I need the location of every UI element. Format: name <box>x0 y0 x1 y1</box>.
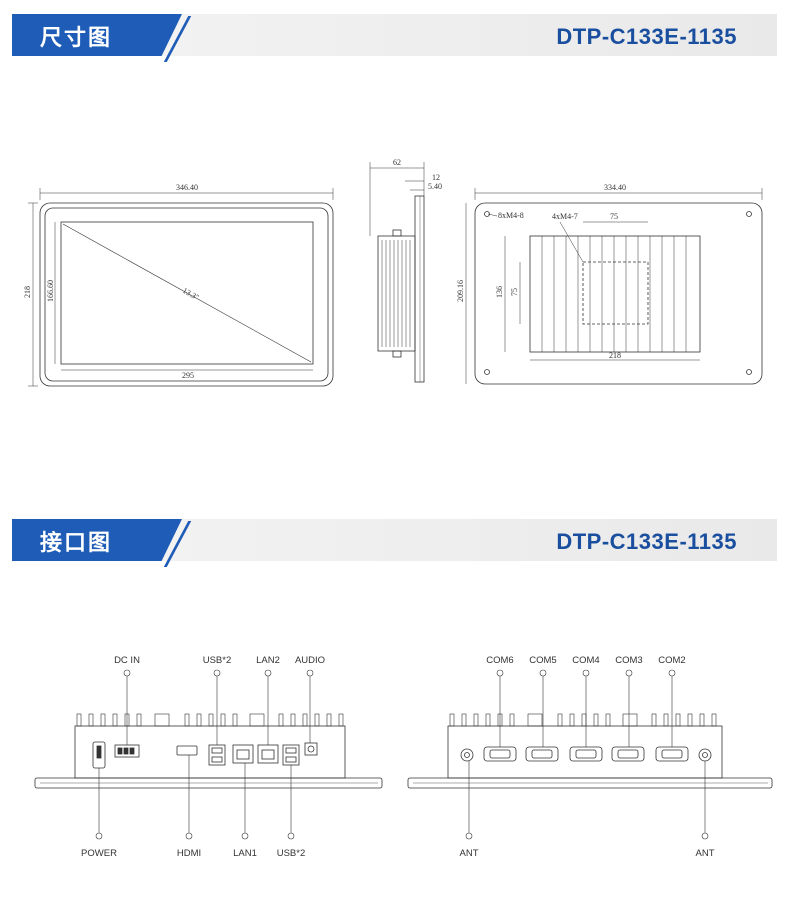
front-width-label: 346.40 <box>176 183 198 192</box>
section-title: 尺寸图 <box>40 26 113 51</box>
front-view <box>28 188 334 387</box>
port-label-com5: COM5 <box>529 655 556 666</box>
back-height-label: 209.16 <box>456 280 465 302</box>
side-a-label: 12 <box>432 173 440 182</box>
dimension-drawings: 346.40 218 166.60 295 13.3" 62 12 5.40 3… <box>23 158 763 387</box>
interface-drawings: DC IN USB*2 LAN2 AUDIO POWER HDMI LAN1 U… <box>34 655 773 859</box>
port-label-hdmi: HDMI <box>177 848 201 859</box>
heatsink-width-label: 218 <box>609 351 621 360</box>
port-label-ant-left: ANT <box>460 848 479 859</box>
diagonal-label: 13.3" <box>181 286 200 302</box>
header-tab <box>12 519 182 561</box>
header-tab <box>12 14 182 56</box>
screen-width-label: 295 <box>182 371 194 380</box>
port-label-audio: AUDIO <box>295 655 325 666</box>
heatsink-height-label: 136 <box>495 286 504 298</box>
port-label-com2: COM2 <box>658 655 685 666</box>
port-label-com3: COM3 <box>615 655 642 666</box>
port-label-dc-in: DC IN <box>114 655 140 666</box>
side-depth-label: 62 <box>393 158 401 167</box>
screen-height-label: 166.60 <box>46 280 55 302</box>
section-header-dimensions: 尺寸图 DTP-C133E-1135 <box>12 14 777 62</box>
port-label-ant-right: ANT <box>696 848 715 859</box>
port-label-lan1: LAN1 <box>233 848 257 859</box>
section-header-interfaces: 接口图 DTP-C133E-1135 <box>12 519 777 567</box>
screw-note: 8xM4-8 <box>498 211 524 220</box>
port-label-com6: COM6 <box>486 655 513 666</box>
section-title: 接口图 <box>40 531 113 556</box>
vesa-height-label: 75 <box>510 288 519 296</box>
port-label-usb-bottom: USB*2 <box>277 848 306 859</box>
io-panel-right <box>407 713 773 789</box>
port-label-lan2: LAN2 <box>256 655 280 666</box>
port-label-com4: COM4 <box>572 655 599 666</box>
vesa-note: 4xM4-7 <box>552 212 578 221</box>
side-view <box>369 162 425 383</box>
vesa-width-label: 75 <box>610 212 618 221</box>
io-panel-left <box>34 713 383 789</box>
model-number: DTP-C133E-1135 <box>556 529 737 554</box>
back-width-label: 334.40 <box>604 183 626 192</box>
port-label-power: POWER <box>81 848 117 859</box>
front-height-label: 218 <box>23 286 32 298</box>
side-b-label: 5.40 <box>428 182 442 191</box>
port-label-usb-top: USB*2 <box>203 655 232 666</box>
model-number: DTP-C133E-1135 <box>556 24 737 49</box>
back-view <box>465 188 763 385</box>
